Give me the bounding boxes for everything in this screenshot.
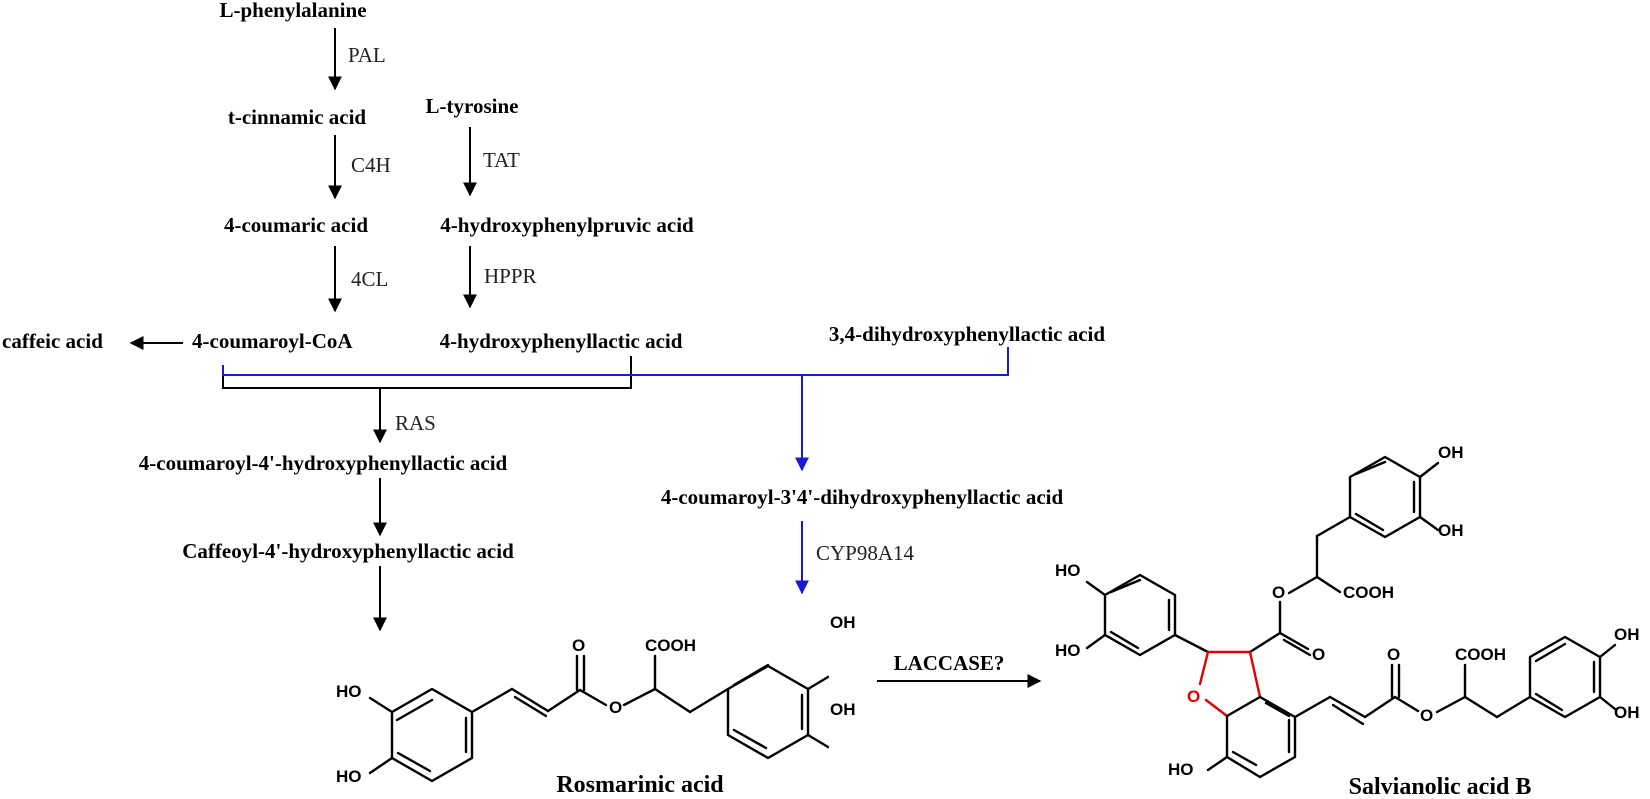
atom-oh-right-2: OH — [1614, 703, 1640, 722]
compound-4-coumaric-acid: 4-coumaric acid — [224, 213, 368, 237]
atom-oh-top-1: OH — [1438, 443, 1464, 462]
atom-ester-o-right: O — [1420, 706, 1433, 725]
atom-ho-left-1: HO — [1055, 561, 1081, 580]
blue-bracket — [222, 347, 1009, 376]
compound-l-tyrosine: L-tyrosine — [426, 94, 519, 118]
alternative-pathway-arrows — [222, 347, 1009, 595]
enzyme-c4h: C4H — [351, 153, 391, 177]
enzyme-ras: RAS — [395, 411, 436, 435]
atom-ho-left-2: HO — [1055, 641, 1081, 660]
compound-t-cinnamic-acid: t-cinnamic acid — [228, 105, 367, 129]
atom-cooh-right: COOH — [1455, 645, 1506, 664]
atom-ho-bottom: HO — [1168, 760, 1194, 779]
main-pathway-arrows — [129, 28, 1042, 688]
enzyme-laccase: LACCASE? — [894, 651, 1005, 675]
rosmarinic-acid-structure: HO HO O O COOH OH OH — [336, 613, 856, 786]
atom-carbonyl-o-top: O — [1312, 645, 1325, 664]
enzyme-cyp98a14: CYP98A14 — [816, 541, 915, 565]
atom-oh-top-2: OH — [1438, 521, 1464, 540]
atom-cooh-top: COOH — [1343, 583, 1394, 602]
compound-3-4-dihydroxyphenyllactic-acid: 3,4-dihydroxyphenyllactic acid — [829, 322, 1105, 346]
enzyme-tat: TAT — [483, 148, 520, 172]
compound-caffeic-acid: caffeic acid — [2, 329, 103, 353]
compound-4-coumaroyl-3-4-dihydroxyphenyllactic-acid: 4-coumaroyl-3'4'-dihydroxyphenyllactic a… — [661, 485, 1064, 509]
atom-oh-upper: OH — [830, 613, 856, 632]
atom-ester-o: O — [609, 698, 622, 717]
enzyme-pal: PAL — [348, 43, 386, 67]
enzyme-4cl: 4CL — [351, 267, 388, 291]
atom-ho-upper: HO — [336, 682, 362, 701]
atom-furan-o: O — [1187, 687, 1200, 706]
atom-carbonyl-o: O — [572, 636, 585, 655]
atom-carbonyl-o-right: O — [1387, 645, 1400, 664]
compound-l-phenylalanine: L-phenylalanine — [219, 0, 366, 22]
compound-salvianolic-acid-b: Salvianolic acid B — [1349, 774, 1532, 799]
compound-rosmarinic-acid: Rosmarinic acid — [556, 772, 724, 798]
atom-ho-lower: HO — [336, 767, 362, 786]
atom-oh-lower: OH — [830, 700, 856, 719]
ras-bracket — [222, 356, 632, 389]
compound-4-coumaroyl-coa: 4-coumaroyl-CoA — [192, 329, 353, 353]
compound-4-hydroxyphenyllactic-acid: 4-hydroxyphenyllactic acid — [440, 329, 683, 353]
atom-oh-right-1: OH — [1614, 625, 1640, 644]
compound-4-coumaroyl-4-hydroxyphenyllactic-acid: 4-coumaroyl-4'-hydroxyphenyllactic acid — [139, 451, 508, 475]
compound-4-hydroxyphenylpyruvic-acid: 4-hydroxyphenylpruvic acid — [440, 213, 694, 237]
atom-cooh: COOH — [645, 636, 696, 655]
compound-caffeoyl-4-hydroxyphenyllactic-acid: Caffeoyl-4'-hydroxyphenyllactic acid — [182, 539, 514, 563]
atom-ester-o-top: O — [1272, 583, 1285, 602]
enzyme-hppr: HPPR — [484, 264, 537, 288]
salvianolic-acid-b-structure: OH OH COOH O O HO HO O HO — [1055, 443, 1640, 779]
